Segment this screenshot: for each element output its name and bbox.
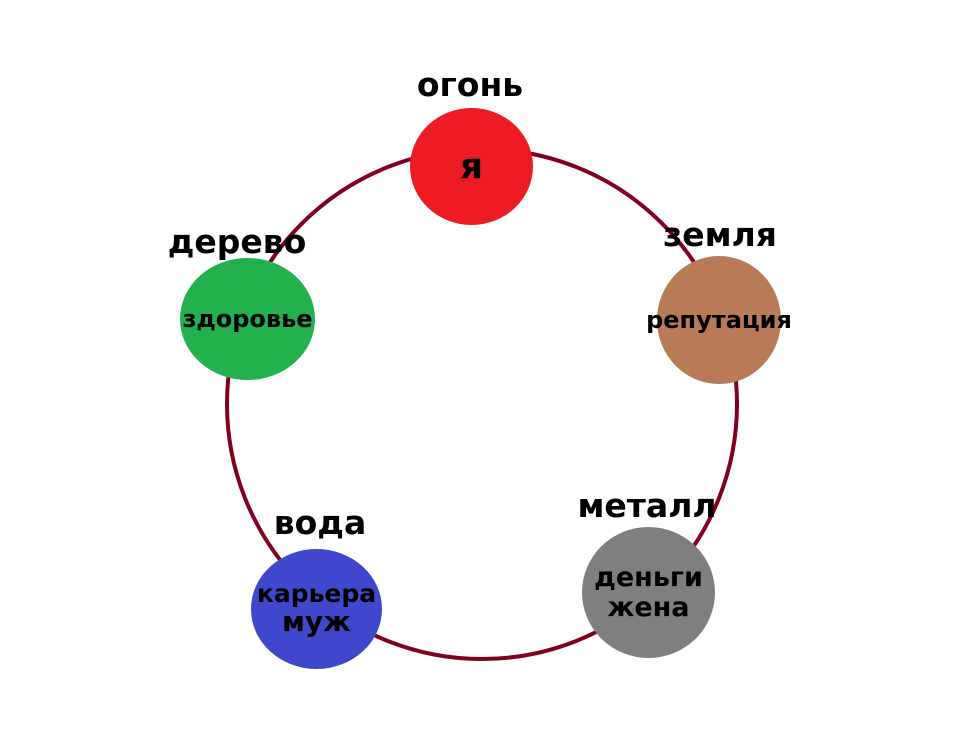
element-label-wood: дерево (167, 222, 307, 261)
circle-text-fire-line-1: я (459, 145, 484, 187)
node-circle-water: карьера муж (251, 549, 382, 669)
element-label-earth: земля (663, 215, 777, 254)
circle-text-metal-line-1: деньги (594, 561, 703, 593)
circle-text-water-line-1: карьера (256, 578, 377, 608)
circle-text-water-line-2: муж (281, 605, 351, 639)
node-circle-metal: деньги жена (582, 527, 715, 658)
circle-text-earth-line-1: репутация (646, 305, 792, 334)
circle-text-wood-line-1: здоровье (182, 304, 313, 333)
element-label-fire: огонь (416, 65, 524, 104)
node-circle-earth: репутация (646, 256, 792, 384)
circle-text-metal-line-2: жена (607, 591, 690, 623)
element-label-metal: металл (577, 486, 717, 525)
node-circle-wood: здоровье (180, 258, 315, 380)
element-label-water: вода (273, 503, 367, 542)
node-circle-fire: я (410, 108, 533, 225)
